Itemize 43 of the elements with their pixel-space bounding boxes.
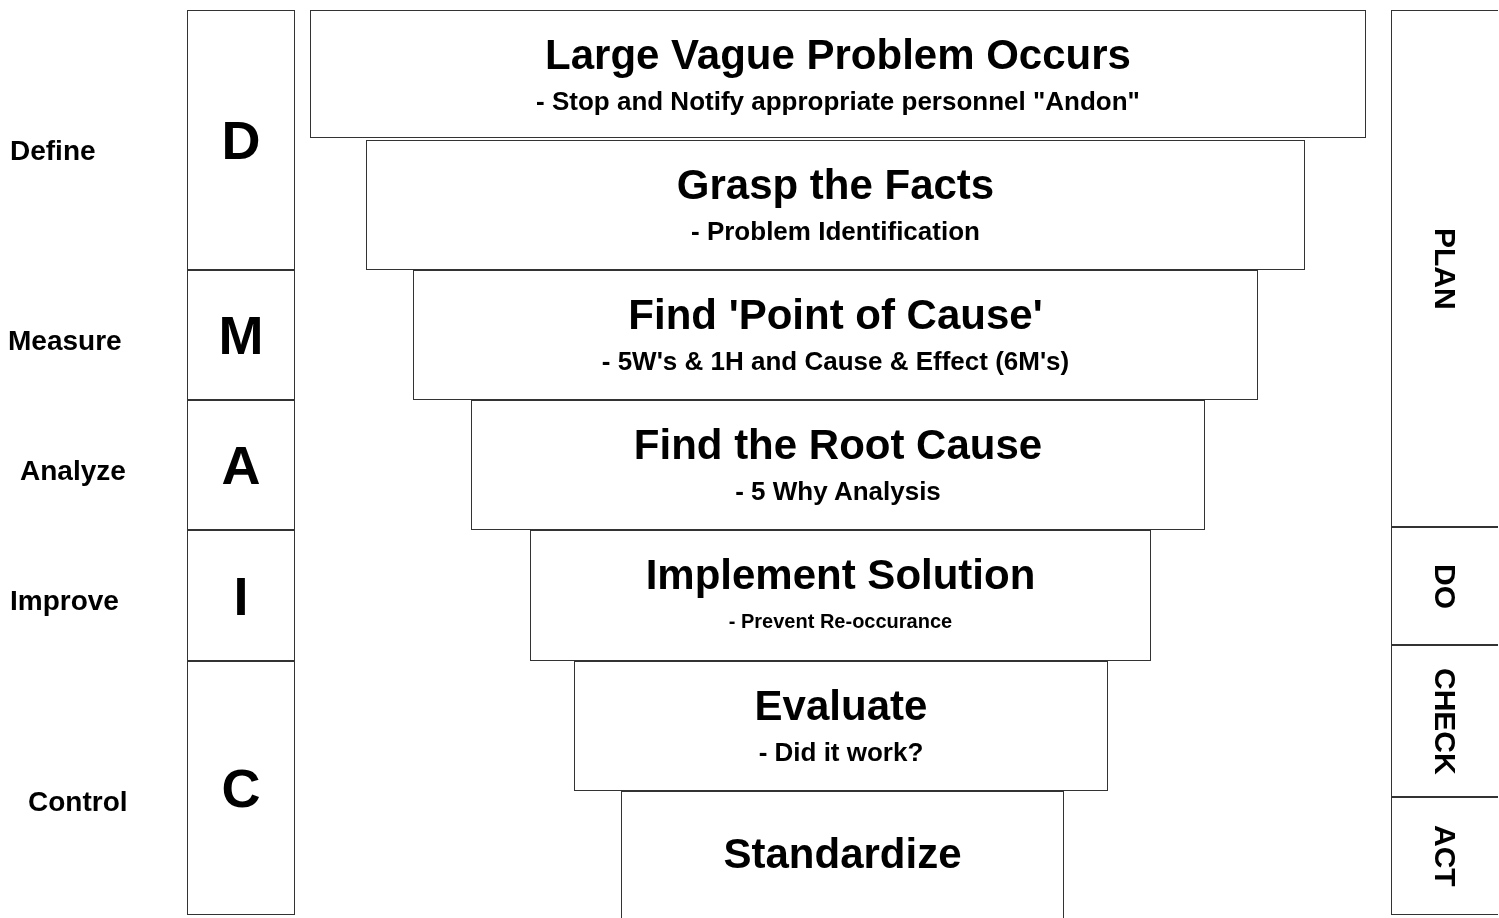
step-description: - Did it work?	[758, 736, 924, 769]
step-box	[471, 400, 1205, 530]
phase-box	[187, 10, 295, 270]
phase-box	[187, 400, 295, 530]
phase-label: ACT	[1430, 825, 1460, 887]
phase-box	[187, 270, 295, 400]
phase-letter: D	[221, 113, 261, 167]
phase-name: Control	[28, 785, 128, 819]
step-description: - Problem Identification	[691, 215, 980, 248]
phase-box	[1391, 645, 1498, 797]
step-box	[530, 530, 1151, 661]
step-box	[413, 270, 1258, 400]
phase-name: Analyze	[20, 454, 126, 488]
phase-label: PLAN	[1430, 227, 1460, 310]
step-title: Grasp the Facts	[676, 161, 995, 209]
phase-letter: M	[218, 308, 264, 362]
phase-label: DO	[1430, 563, 1460, 609]
phase-label: CHECK	[1430, 667, 1460, 775]
phase-box	[1391, 527, 1498, 645]
phase-name: Measure	[8, 324, 122, 358]
phase-letter: I	[233, 568, 249, 623]
phase-box	[187, 661, 295, 915]
step-box	[366, 140, 1305, 270]
step-title: Find the Root Cause	[633, 421, 1043, 469]
step-box	[621, 791, 1064, 918]
step-title: Standardize	[723, 830, 962, 878]
step-description: - Prevent Re-occurance	[728, 609, 953, 634]
phase-box	[1391, 10, 1498, 527]
step-title: Evaluate	[754, 682, 928, 730]
step-title: Large Vague Problem Occurs	[545, 31, 1131, 79]
step-description: - 5 Why Analysis	[735, 475, 941, 508]
phase-letter: A	[221, 438, 261, 492]
step-description: - 5W's & 1H and Cause & Effect (6M's)	[601, 345, 1070, 378]
step-title: Find 'Point of Cause'	[628, 291, 1043, 339]
step-description: - Stop and Notify appropriate personnel "Andon"	[536, 85, 1140, 118]
phase-name: Define	[10, 134, 96, 168]
phase-name: Improve	[10, 584, 119, 618]
step-title: Implement Solution	[645, 551, 1036, 599]
step-box	[574, 661, 1108, 791]
phase-box	[187, 530, 295, 661]
phase-box	[1391, 797, 1498, 915]
phase-letter: C	[221, 761, 261, 815]
step-box	[310, 10, 1366, 138]
